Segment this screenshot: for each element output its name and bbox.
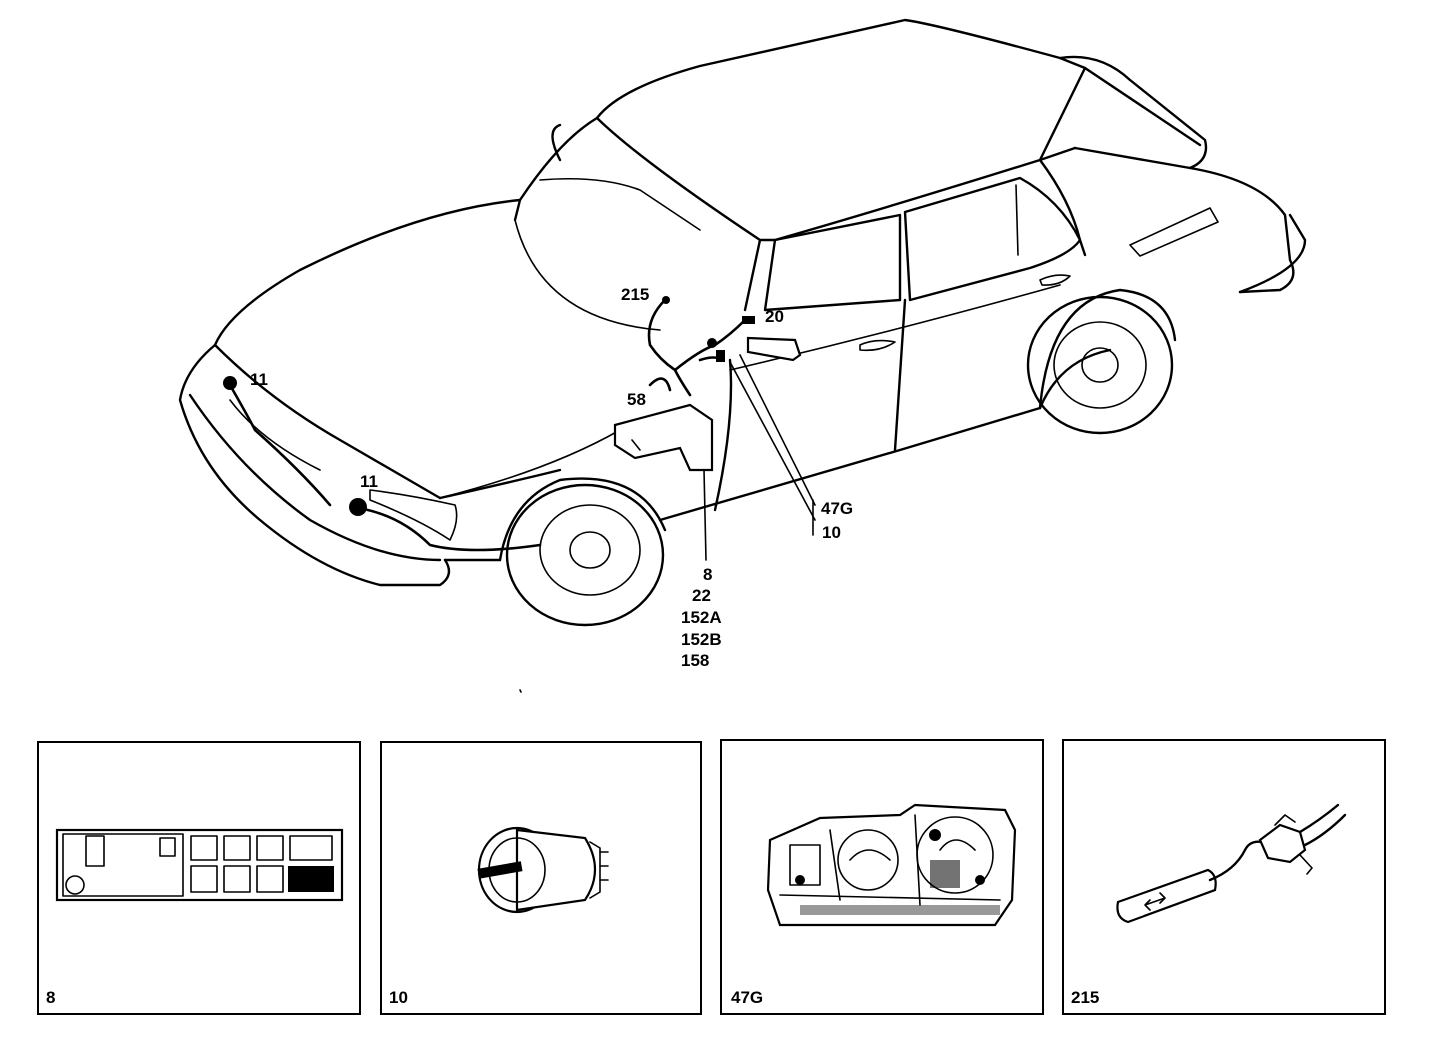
callout-20: 20 bbox=[765, 307, 784, 326]
car-illustration bbox=[178, 18, 1307, 693]
stalk-switch-drawing bbox=[1116, 803, 1347, 924]
panel-215: 215 bbox=[1062, 739, 1386, 1015]
panel-47g-label: 47G bbox=[731, 988, 763, 1007]
callout-stack-8: 8 bbox=[703, 565, 712, 584]
fuse-box-drawing bbox=[55, 828, 344, 902]
panel-10-label: 10 bbox=[389, 988, 408, 1007]
panel-8-label: 8 bbox=[46, 988, 55, 1007]
panel-215-label: 215 bbox=[1071, 988, 1099, 1007]
callout-stack-152b: 152B bbox=[681, 630, 722, 649]
callout-stack-152a: 152A bbox=[681, 608, 722, 627]
callout-11-top: 11 bbox=[250, 370, 268, 389]
callout-11-bottom: 11 bbox=[360, 472, 378, 491]
panel-8: 8 bbox=[37, 741, 361, 1015]
callout-58: 58 bbox=[627, 390, 646, 409]
lamp-socket-drawing bbox=[477, 826, 609, 914]
callout-stack-22: 22 bbox=[692, 586, 711, 605]
callout-stack-158: 158 bbox=[681, 651, 709, 670]
panel-10: 10 bbox=[380, 741, 702, 1015]
callout-215: 215 bbox=[621, 285, 649, 304]
panel-47g: 47G bbox=[720, 739, 1044, 1015]
callout-47g: 47G bbox=[821, 499, 853, 518]
callout-10: 10 bbox=[822, 523, 841, 542]
instrument-cluster-drawing bbox=[766, 803, 1017, 927]
